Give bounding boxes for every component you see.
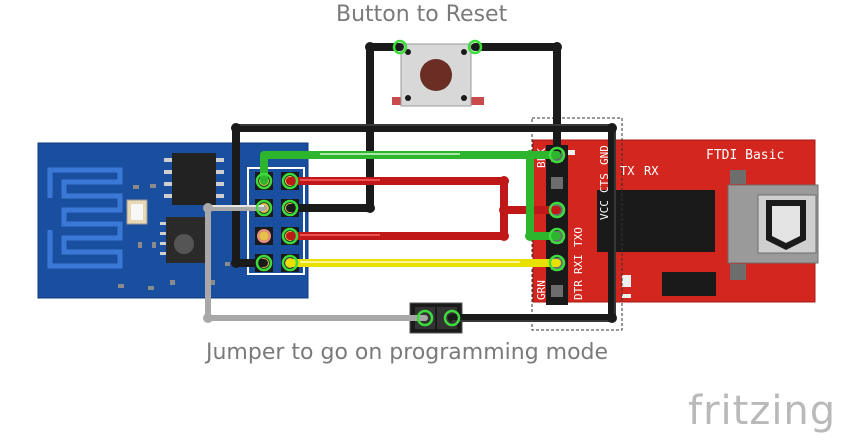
ftdi-pin-grn: GRN [535,280,548,300]
ftdi-chip [597,190,715,252]
ftdi-pin-rxi: RXI [572,254,585,274]
wire-black-reset-right [471,43,561,159]
wire-red-vcc-bottom [286,206,508,240]
esp01-module [37,142,309,299]
ftdi-tx-label: TX [620,164,635,178]
junction-dots [231,42,617,323]
reset-pushbutton [392,43,484,107]
wire-gray-gpio0 [205,205,428,321]
ftdi-rx-label: RX [644,164,659,178]
ftdi-pin-cts: CTS [598,173,611,193]
ftdi-title: FTDI Basic [706,148,784,163]
connected-pin-markers [255,39,566,327]
usb-connector [727,170,819,280]
ftdi-pin-vcc: VCC [598,200,611,220]
antenna-trace [47,167,123,269]
flash-chip [172,153,216,205]
ftdi-header [546,145,568,305]
ftdi-pin-dtr: DTR [572,280,585,300]
ftdi-small-chip [662,272,716,296]
wire-black-reset-left [286,43,404,212]
esp-header-frame [247,167,305,275]
ftdi-pin-gnd: GND [598,145,611,165]
jumper-caption: Jumper to go on programming mode [206,340,609,365]
ftdi-board: FTDI Basic TX RX BLK GND CTS VCC TXO RXI… [531,117,819,331]
fritzing-logo: fritzing [688,388,837,434]
reset-button-caption: Button to Reset [336,2,508,27]
ftdi-pin-txo: TXO [572,227,585,247]
